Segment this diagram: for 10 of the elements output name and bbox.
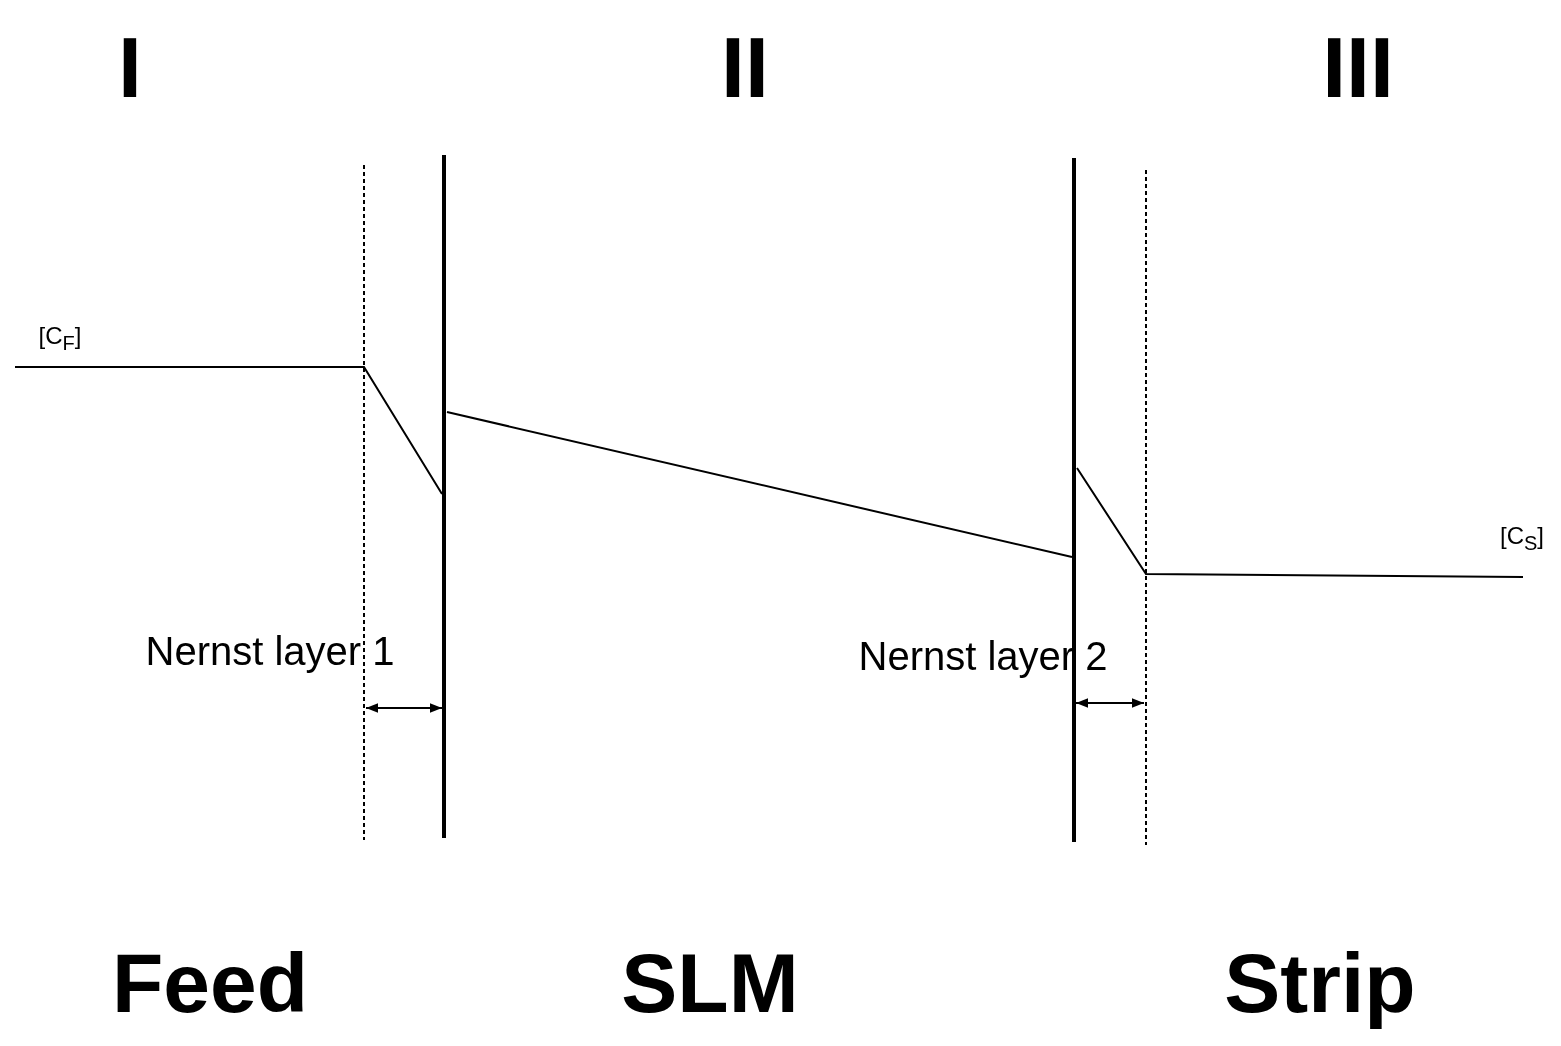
concentration-label: [C$_{F}$] <box>38 322 82 355</box>
layer-label: Nernst layer 2 <box>858 633 1108 679</box>
region-numeral: I <box>118 18 142 117</box>
concentration-label: [C$_{S}$] <box>1500 522 1544 555</box>
region-numeral: II <box>721 18 769 117</box>
layer-label: Nernst layer 1 <box>145 628 395 674</box>
phase-label: SLM <box>621 935 799 1032</box>
phase-label: Feed <box>111 935 309 1032</box>
phase-label: Strip <box>1224 935 1416 1032</box>
region-numeral: III <box>1322 18 1394 117</box>
